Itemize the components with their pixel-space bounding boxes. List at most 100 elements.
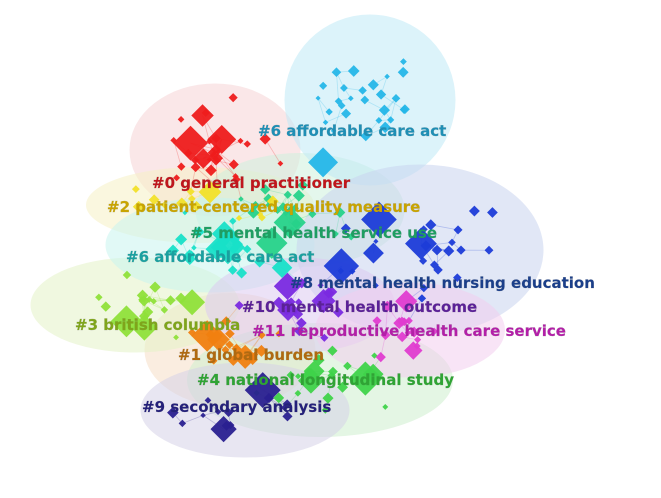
network-node[interactable] [292, 189, 305, 202]
cluster-label-0[interactable]: #0 general practitioner [152, 174, 351, 192]
network-node[interactable] [191, 245, 197, 251]
network-node[interactable] [207, 147, 218, 158]
network-node[interactable] [331, 67, 342, 78]
network-node[interactable] [282, 411, 293, 422]
network-node[interactable] [348, 361, 383, 396]
network-node[interactable] [343, 361, 352, 371]
network-node[interactable] [393, 317, 406, 330]
network-node[interactable] [417, 294, 427, 303]
network-node[interactable] [244, 372, 281, 409]
network-node[interactable] [347, 232, 356, 241]
network-node[interactable] [247, 206, 260, 219]
network-node[interactable] [347, 95, 354, 102]
network-node[interactable] [210, 230, 245, 265]
network-node[interactable] [297, 179, 309, 191]
network-node[interactable] [380, 329, 391, 341]
network-node[interactable] [212, 152, 224, 164]
network-node[interactable] [122, 270, 132, 280]
network-node[interactable] [175, 233, 188, 246]
network-node[interactable] [327, 345, 338, 356]
network-node[interactable] [225, 328, 235, 339]
network-node[interactable] [165, 295, 176, 306]
network-node[interactable] [187, 328, 197, 337]
network-node[interactable] [278, 202, 288, 212]
network-node[interactable] [361, 201, 397, 238]
network-node[interactable] [191, 104, 214, 127]
network-node[interactable] [405, 227, 437, 260]
network-node[interactable] [149, 281, 161, 293]
network-node[interactable] [430, 327, 438, 336]
network-node[interactable] [375, 352, 386, 363]
network-node[interactable] [347, 65, 360, 77]
network-node[interactable] [173, 334, 179, 341]
network-node[interactable] [231, 175, 241, 184]
network-node[interactable] [325, 108, 333, 116]
network-node[interactable] [294, 389, 302, 397]
network-node[interactable] [296, 317, 307, 329]
network-node[interactable] [209, 356, 218, 365]
network-node[interactable] [173, 125, 208, 161]
network-node[interactable] [453, 273, 462, 282]
network-node[interactable] [228, 159, 239, 170]
network-node[interactable] [308, 147, 339, 178]
network-node[interactable] [204, 396, 212, 404]
network-node[interactable] [323, 248, 360, 284]
network-node[interactable] [378, 104, 390, 116]
network-node[interactable] [170, 136, 178, 144]
network-node[interactable] [321, 406, 329, 414]
network-node[interactable] [396, 331, 408, 343]
network-node[interactable] [308, 209, 317, 219]
network-node[interactable] [443, 245, 455, 257]
network-node[interactable] [277, 160, 284, 167]
network-node[interactable] [453, 225, 463, 235]
network-node[interactable] [136, 289, 149, 302]
network-node[interactable] [214, 408, 222, 415]
network-node[interactable] [358, 86, 367, 95]
network-node[interactable] [340, 84, 348, 92]
network-node[interactable] [160, 306, 169, 314]
network-node[interactable] [379, 121, 391, 134]
network-node[interactable] [414, 336, 422, 344]
network-node[interactable] [328, 366, 338, 377]
network-node[interactable] [334, 207, 346, 218]
network-node[interactable] [296, 277, 307, 289]
network-node[interactable] [273, 272, 302, 300]
network-node[interactable] [221, 316, 232, 327]
network-node[interactable] [425, 219, 437, 231]
network-node[interactable] [387, 116, 395, 124]
network-node[interactable] [188, 194, 196, 203]
network-node[interactable] [292, 308, 304, 320]
network-node[interactable] [419, 283, 428, 293]
network-node[interactable] [175, 292, 187, 305]
cluster-label-4[interactable]: #4 national longitudinal study [197, 371, 455, 389]
network-node[interactable] [145, 295, 153, 303]
network-node[interactable] [224, 407, 234, 418]
network-node[interactable] [468, 205, 480, 217]
network-node[interactable] [273, 392, 285, 404]
network-node[interactable] [173, 174, 181, 182]
network-node[interactable] [282, 399, 292, 409]
cluster-label-2[interactable]: #2 patient-centered quality measure [107, 198, 421, 216]
network-node[interactable] [360, 130, 372, 142]
network-node[interactable] [255, 344, 268, 357]
network-node[interactable] [234, 300, 244, 311]
cluster-label-7[interactable]: #6 affordable care act [258, 122, 447, 140]
network-node[interactable] [381, 300, 393, 312]
network-node[interactable] [367, 79, 379, 91]
network-node[interactable] [235, 214, 243, 222]
cluster-label-3[interactable]: #3 british columbia [75, 316, 241, 334]
network-node[interactable] [205, 164, 217, 177]
network-node[interactable] [337, 381, 349, 393]
network-node[interactable] [242, 244, 252, 254]
network-node[interactable] [320, 333, 329, 342]
network-node[interactable] [456, 245, 466, 255]
network-node[interactable] [211, 221, 237, 247]
network-node[interactable] [341, 108, 352, 119]
network-node[interactable] [273, 206, 282, 215]
network-node[interactable] [221, 345, 230, 354]
network-node[interactable] [256, 227, 288, 259]
network-node[interactable] [271, 257, 293, 279]
network-node[interactable] [275, 330, 283, 338]
network-node[interactable] [372, 282, 379, 289]
network-node[interactable] [190, 162, 201, 173]
